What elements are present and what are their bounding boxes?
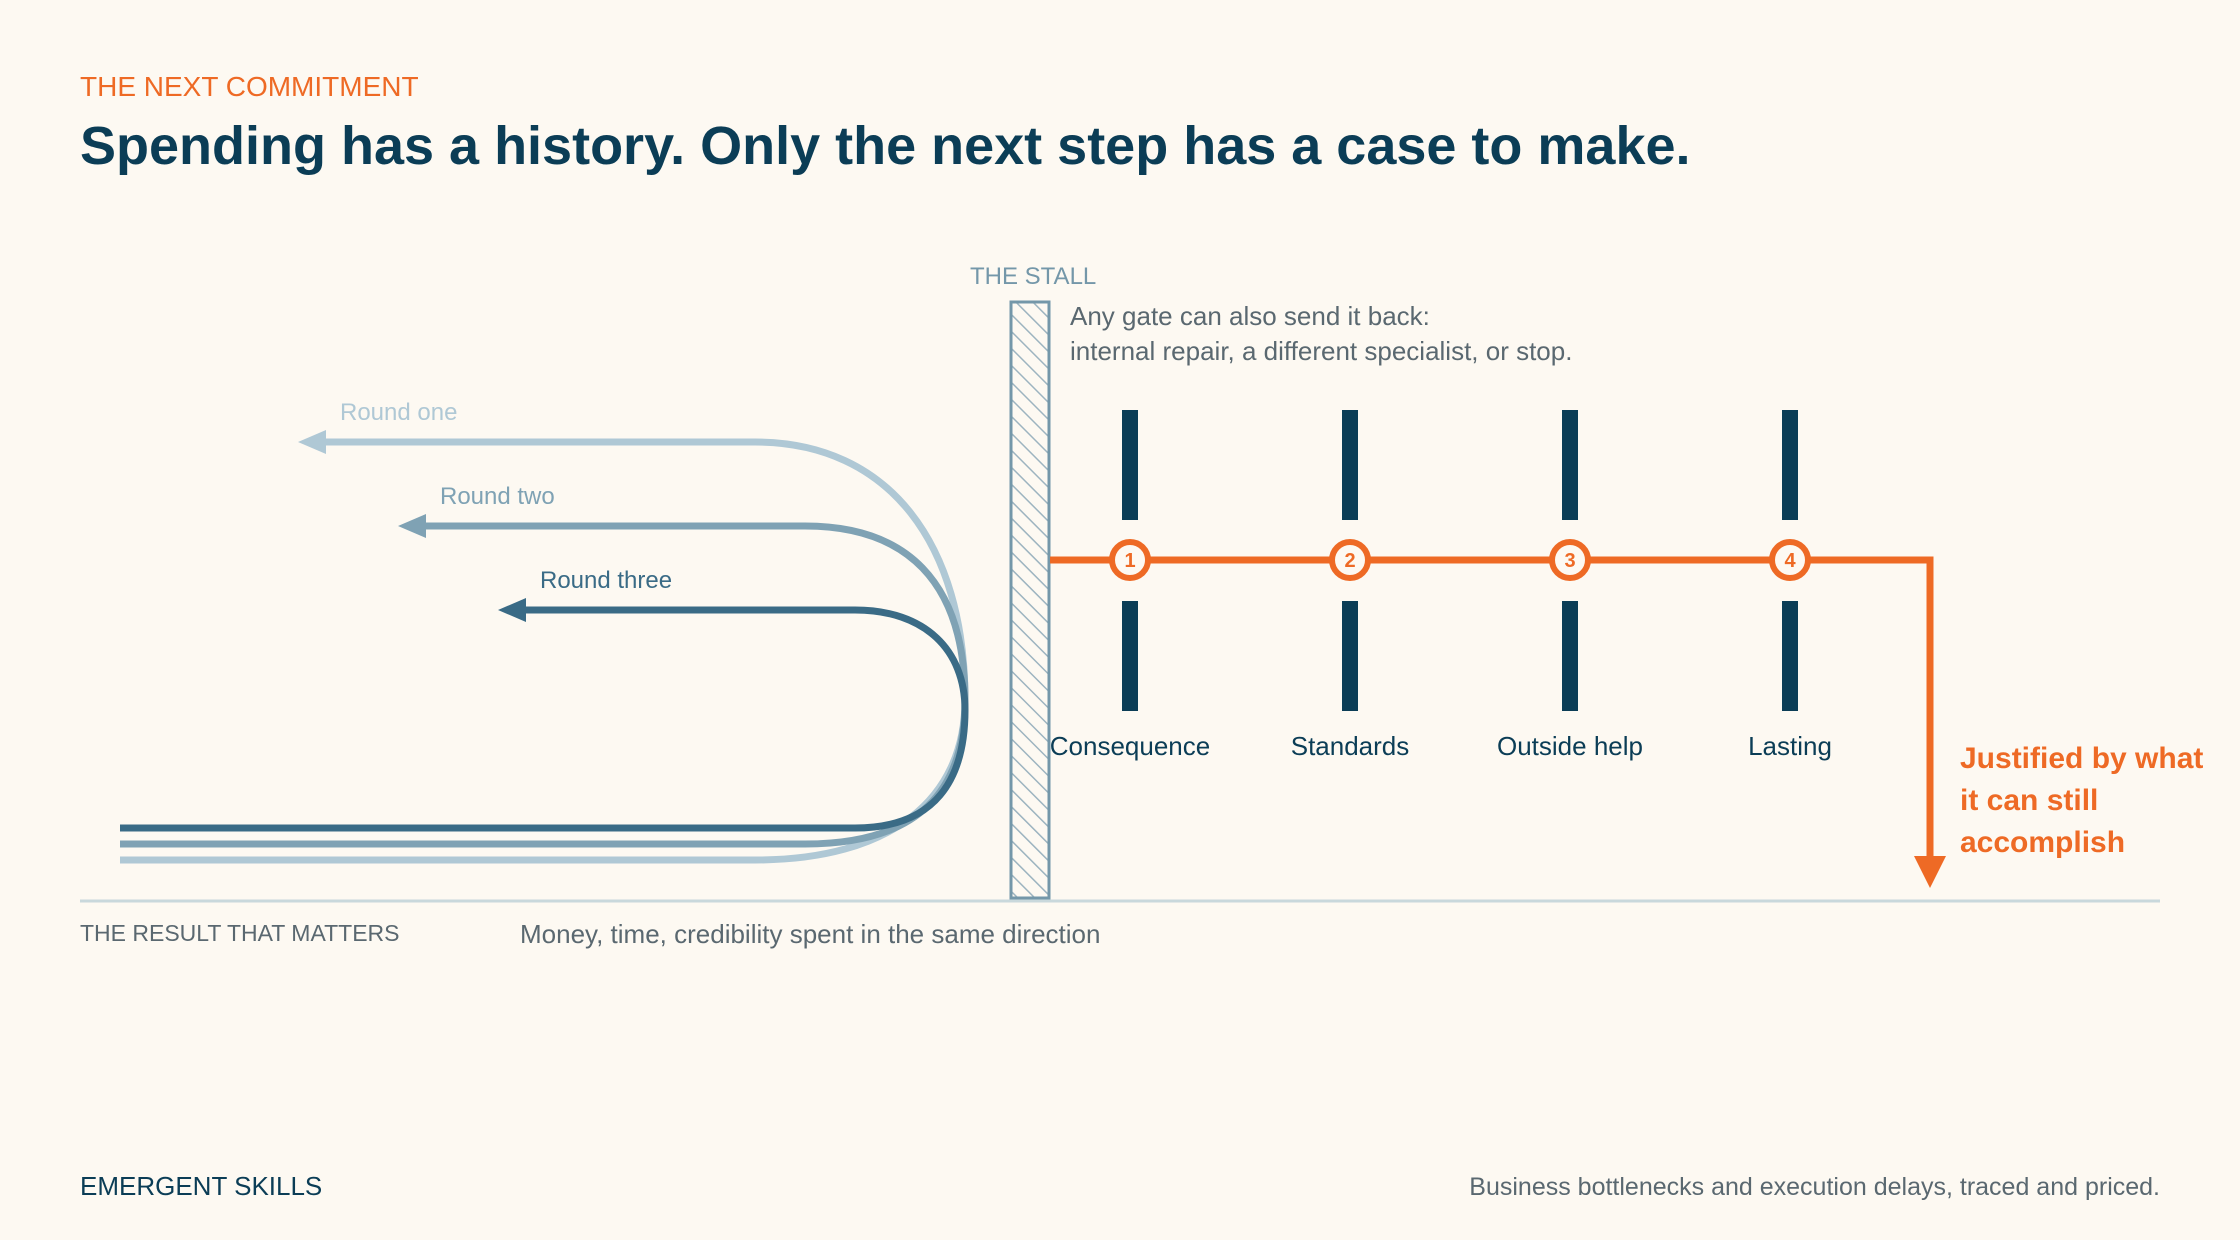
gate-1-post-top bbox=[1122, 410, 1138, 520]
gate-4-marker bbox=[1769, 539, 1811, 581]
baseline-label: THE RESULT THAT MATTERS bbox=[80, 920, 399, 946]
rounds-loops: Round one Round two Round three bbox=[120, 399, 969, 864]
gate-markers: 1 2 3 4 bbox=[1109, 539, 1811, 581]
gate-3-post-top bbox=[1562, 410, 1578, 520]
gate-2-number: 2 bbox=[1344, 550, 1355, 572]
gate-posts bbox=[1122, 410, 1798, 711]
outcome-line3: accomplish bbox=[1960, 826, 2125, 859]
gate-2-marker bbox=[1329, 539, 1371, 581]
gate-3-post-bottom bbox=[1562, 601, 1578, 711]
outcome-line2: it can still bbox=[1960, 784, 2098, 817]
stall-note-line2: internal repair, a different specialist,… bbox=[1070, 336, 1572, 366]
round-three-arrowhead bbox=[498, 598, 526, 622]
outcome-line1: Justified by what bbox=[1960, 742, 2203, 775]
gate-4-label: Lasting bbox=[1748, 731, 1832, 761]
gate-1-post-bottom bbox=[1122, 601, 1138, 711]
gate-4-post-bottom bbox=[1782, 601, 1798, 711]
gate-2-post-top bbox=[1342, 410, 1358, 520]
eyebrow: THE NEXT COMMITMENT bbox=[80, 71, 419, 102]
gate-1-label: Consequence bbox=[1050, 731, 1210, 761]
round-three-label: Round three bbox=[540, 567, 672, 594]
gate-2-label: Standards bbox=[1291, 731, 1410, 761]
stall-note-line1: Any gate can also send it back: bbox=[1070, 301, 1430, 331]
gate-1-number: 1 bbox=[1124, 550, 1135, 572]
gate-2-post-bottom bbox=[1342, 601, 1358, 711]
footer-tagline: Business bottlenecks and execution delay… bbox=[1469, 1173, 2160, 1201]
headline: Spending has a history. Only the next st… bbox=[80, 116, 1691, 176]
next-step-arrowhead bbox=[1914, 856, 1946, 888]
round-two-arrowhead bbox=[398, 514, 426, 538]
stall-wall bbox=[1009, 300, 1051, 900]
round-three-loop bbox=[120, 606, 969, 832]
stall-label: THE STALL bbox=[970, 263, 1096, 290]
gate-1-marker bbox=[1109, 539, 1151, 581]
round-one-arrowhead bbox=[298, 430, 326, 454]
gate-3-number: 3 bbox=[1564, 550, 1575, 572]
gate-3-label: Outside help bbox=[1497, 731, 1643, 761]
gate-4-number: 4 bbox=[1784, 550, 1796, 572]
round-two-label: Round two bbox=[440, 483, 555, 510]
brand-name: EMERGENT SKILLS bbox=[80, 1171, 322, 1201]
gate-3-marker bbox=[1549, 539, 1591, 581]
baseline-note: Money, time, credibility spent in the sa… bbox=[520, 919, 1100, 949]
round-one-label: Round one bbox=[340, 399, 457, 426]
gate-4-post-top bbox=[1782, 410, 1798, 520]
